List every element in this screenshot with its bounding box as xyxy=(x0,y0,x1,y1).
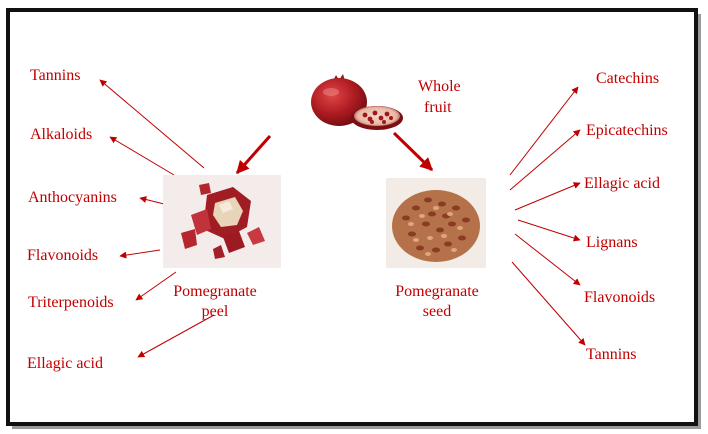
figure-frame xyxy=(6,8,698,426)
pomegranate-seed-image xyxy=(386,178,486,268)
seed-caption-line1: Pomegranate xyxy=(395,283,479,300)
arrow-peel-ellagic-acid xyxy=(137,314,215,358)
peel-caption: Pomegranate peel xyxy=(150,282,280,322)
arrow-seed-epicatechins xyxy=(509,129,581,191)
seed-caption-line2: seed xyxy=(422,303,452,320)
whole-fruit-label-line1: Whole xyxy=(418,78,461,95)
pomegranate-peel-image xyxy=(163,175,281,268)
arrow-peel-tannins xyxy=(99,79,205,169)
arrow-seed-catechins xyxy=(509,86,579,176)
seed-compound-tannins: Tannins xyxy=(586,346,637,363)
peel-compound-alkaloids: Alkaloids xyxy=(30,126,93,143)
arrow-peel-flavonoids xyxy=(119,249,161,259)
peel-compound-anthocyanins: Anthocyanins xyxy=(28,189,117,206)
arrow-peel-triterpenoids xyxy=(135,271,177,301)
seed-compound-catechins: Catechins xyxy=(596,70,660,87)
arrow-to-seed xyxy=(392,131,434,172)
arrow-seed-ellagic-acid xyxy=(514,182,581,211)
peel-compound-ellagic-acid: Ellagic acid xyxy=(27,355,103,372)
seed-compound-lignans: Lignans xyxy=(586,234,638,251)
whole-fruit-label-line2: fruit xyxy=(424,99,452,116)
seed-compound-flavonoids: Flavonoids xyxy=(584,289,656,306)
arrow-peel-alkaloids xyxy=(109,136,175,176)
arrow-seed-tannins xyxy=(511,261,586,346)
whole-fruit-label: Whole fruit xyxy=(418,76,461,118)
peel-compound-triterpenoids: Triterpenoids xyxy=(28,294,114,311)
peel-caption-line1: Pomegranate xyxy=(173,283,257,300)
seed-compound-ellagic-acid: Ellagic acid xyxy=(584,175,660,192)
seed-caption: Pomegranate seed xyxy=(372,282,502,322)
seed-compound-epicatechins: Epicatechins xyxy=(586,122,668,139)
arrow-to-peel xyxy=(235,135,272,174)
peel-compound-tannins: Tannins xyxy=(30,67,81,84)
arrow-seed-flavonoids xyxy=(514,233,581,286)
peel-caption-line2: peel xyxy=(201,303,229,320)
whole-fruit-image xyxy=(311,74,403,130)
arrow-seed-lignans xyxy=(517,219,581,242)
peel-compound-flavonoids: Flavonoids xyxy=(27,247,99,264)
